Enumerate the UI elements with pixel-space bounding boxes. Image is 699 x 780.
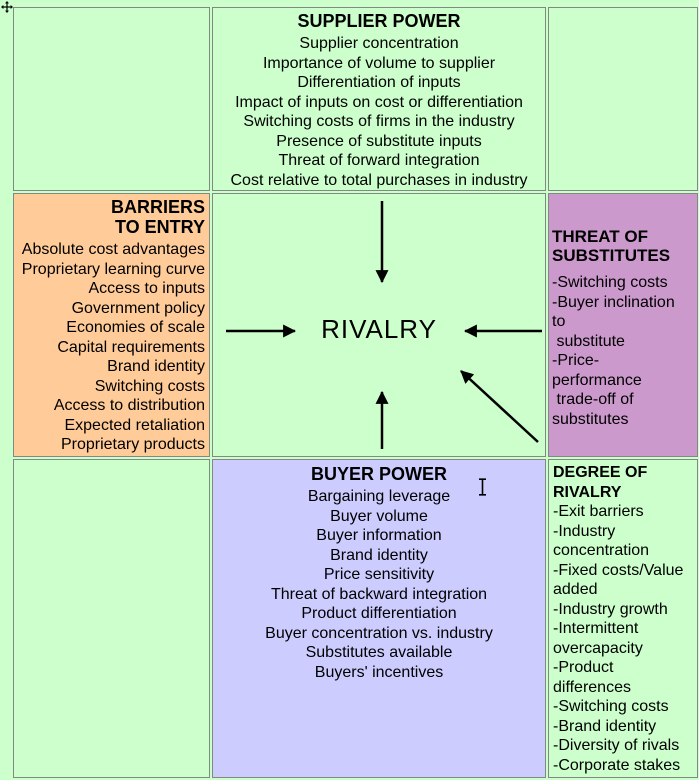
barriers-to-entry-cell[interactable]: BARRIERS TO ENTRY Absolute cost advantag… [13, 193, 210, 457]
buyer-power-title: BUYER POWER [310, 464, 447, 484]
list-item: concentration [553, 542, 650, 559]
text-cursor-icon [477, 478, 488, 501]
list-item: Brand identity [330, 546, 428, 564]
threat-of-substitutes-title: THREAT OF SUBSTITUTES [552, 227, 671, 265]
list-item: trade-off of [552, 391, 634, 408]
degree-of-rivalry-title: DEGREE OF RIVALRY [553, 464, 648, 501]
list-item: -Switching costs [552, 274, 668, 291]
degree-of-rivalry-cell[interactable]: DEGREE OF RIVALRY -Exit barriers -Industr… [548, 459, 698, 778]
rivalry-cell[interactable]: RIVALRY [212, 193, 546, 457]
list-item: Substitutes available [305, 644, 453, 661]
list-item: Product differentiation [301, 605, 457, 622]
list-item: Economies of scale [66, 319, 205, 336]
list-item: -Buyer inclination [552, 293, 675, 311]
list-item: Access to distribution [53, 397, 205, 414]
list-item: -Fixed costs/Value [553, 561, 684, 579]
threat-of-substitutes-list: -Switching costs -Buyer inclination to sub… [552, 273, 697, 429]
list-item: Switching costs of firms in the industry [243, 113, 515, 130]
list-item: -Product [553, 659, 614, 676]
list-item: -Price- [552, 352, 600, 369]
list-item: Buyers' incentives [314, 663, 444, 681]
list-item: Proprietary learning curve [21, 260, 205, 278]
list-item: Supplier concentration [299, 35, 459, 52]
list-item: Importance of volume to supplier [262, 54, 496, 72]
list-item: Presence of substitute inputs [276, 132, 482, 150]
list-item: Threat of forward integration [278, 152, 480, 169]
list-item: Price sensitivity [323, 566, 435, 583]
list-item: Impact of inputs on cost or differentiat… [235, 93, 523, 111]
supplier-power-title: SUPPLIER POWER [297, 11, 461, 31]
list-item: Brand identity [107, 358, 205, 375]
list-item: -Brand identity [553, 717, 657, 735]
list-item: -Diversity of rivals [553, 737, 680, 754]
list-item: Proprietary products [60, 436, 205, 453]
list-item: added [553, 581, 598, 598]
list-item: Absolute cost advantages [21, 241, 205, 258]
object-anchor-icon [1, 0, 13, 13]
list-item: differences [553, 678, 631, 696]
list-item: -Switching costs [553, 698, 669, 715]
list-item: to [552, 313, 566, 330]
list-item: Expected retaliation [64, 416, 205, 434]
list-item: Differentiation of inputs [297, 74, 461, 91]
list-item: Capital requirements [57, 338, 205, 356]
threat-of-substitutes-cell[interactable]: THREAT OF SUBSTITUTES -Switching costs -B… [548, 193, 698, 457]
list-item: Bargaining leverage [307, 488, 451, 505]
list-item: Government policy [71, 299, 205, 317]
empty-cell-top-left[interactable] [13, 7, 210, 191]
list-item: Buyer volume [330, 507, 428, 525]
list-item: -Exit barriers [553, 503, 644, 520]
list-item: -Industry growth [553, 600, 668, 618]
list-item: performance [552, 371, 642, 389]
list-item: overcapacity [553, 639, 643, 657]
list-item: -Corporate stakes [553, 756, 681, 774]
list-item: Buyer concentration vs. industry [265, 624, 493, 642]
list-item: Access to inputs [88, 280, 206, 297]
list-item: Cost relative to total purchases in indu… [230, 171, 528, 189]
list-item: substitutes [552, 410, 629, 428]
rivalry-label: RIVALRY [321, 314, 437, 344]
barriers-to-entry-title: BARRIERS TO ENTRY [110, 197, 205, 237]
empty-cell-top-right[interactable] [548, 7, 698, 191]
list-item: Switching costs [94, 377, 205, 395]
degree-of-rivalry-list: -Exit barriers -Industry concentration -Fix… [553, 502, 697, 775]
list-item: substitute [552, 332, 625, 350]
list-item: Threat of backward integration [270, 585, 488, 603]
list-item: -Industry [553, 522, 616, 540]
arrow-from-degree-icon [460, 370, 539, 443]
list-item: -Intermittent [553, 620, 639, 637]
empty-cell-bottom-left[interactable] [13, 459, 210, 778]
list-item: Buyer information [316, 527, 442, 544]
